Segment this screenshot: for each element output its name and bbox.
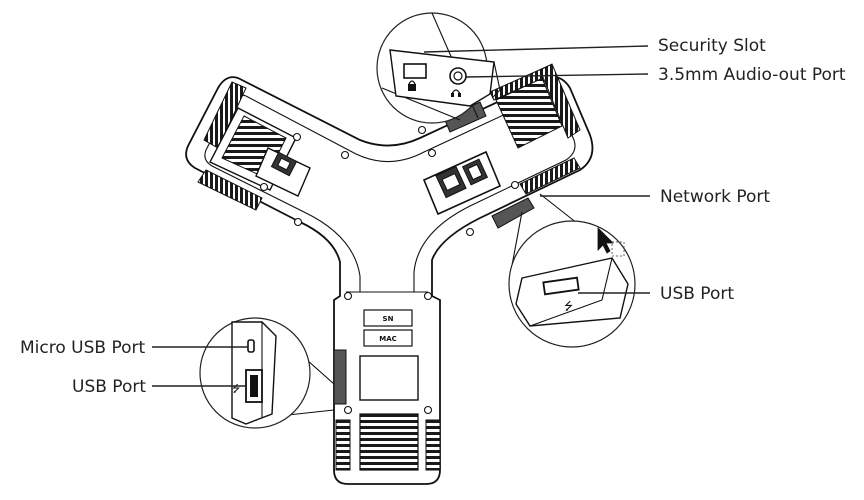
- usb-icon: ⭍: [564, 300, 573, 313]
- headphone-icon: [451, 89, 461, 97]
- usb-port-slot-left: [333, 349, 347, 405]
- label-audio-out-port: 3.5mm Audio-out Port: [658, 65, 846, 85]
- label-security-slot: Security Slot: [658, 36, 766, 56]
- cursor-icon: [597, 227, 625, 257]
- security-slot: [403, 63, 427, 79]
- lock-icon: [408, 80, 416, 91]
- leader-lines: [152, 45, 650, 387]
- mac-label: MAC: [379, 335, 397, 343]
- left-arm-port-module: [255, 147, 311, 197]
- right-arm-speaker-grille: [443, 63, 581, 195]
- callout-left-usb-detail: ⭍: [199, 317, 335, 429]
- stem-cover-plate: [359, 355, 419, 401]
- label-usb-port-left: USB Port: [72, 377, 146, 397]
- network-port-module: [422, 150, 502, 216]
- usb-icon: ⭍: [232, 383, 240, 395]
- stem-speaker-grille: [335, 413, 441, 471]
- usb-port-right: [542, 276, 580, 296]
- label-network-port: Network Port: [660, 187, 770, 207]
- callout-top-detail: [376, 12, 501, 124]
- label-usb-port-right: USB Port: [660, 284, 734, 304]
- label-micro-usb-port: Micro USB Port: [20, 338, 145, 358]
- stem-label-plate: SN MAC: [363, 309, 413, 347]
- sn-label: SN: [383, 315, 394, 323]
- micro-usb-port: [247, 339, 255, 353]
- usb-port-slot-right: [491, 197, 535, 229]
- callout-right-usb-detail: ⭍: [508, 193, 636, 348]
